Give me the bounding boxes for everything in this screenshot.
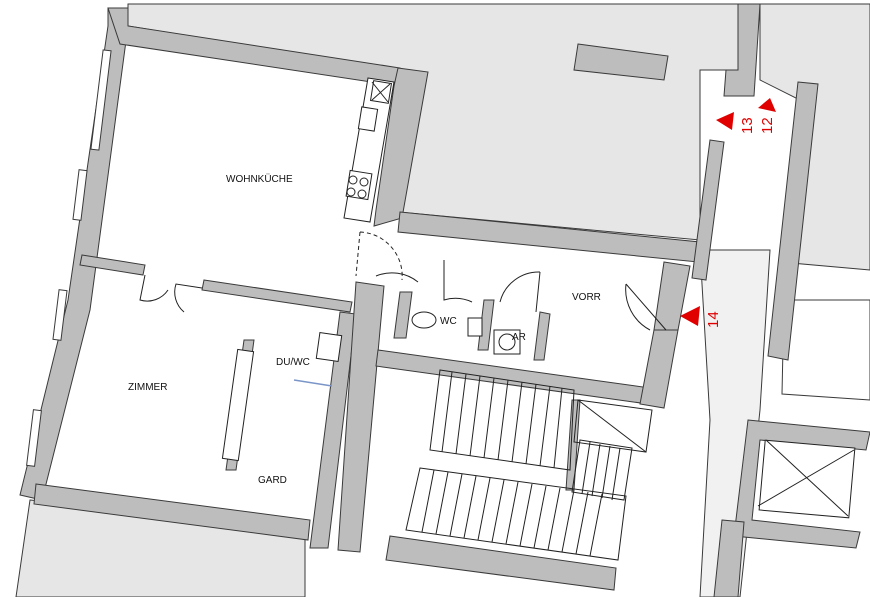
- wall-wc-left: [393, 291, 413, 339]
- window-2: [72, 169, 88, 221]
- room-label-duwc: DU/WC: [276, 357, 310, 368]
- burner-2: [359, 177, 369, 187]
- room-label-vorr: VORR: [572, 292, 601, 303]
- window-1: [90, 49, 112, 151]
- marker-14-label: 14: [705, 311, 722, 328]
- washing-machine-drum: [498, 333, 516, 351]
- wall-kitchen-zimmer: [79, 254, 146, 276]
- stairs: [405, 369, 653, 561]
- wall-kitchen-zimmer-2: [201, 279, 353, 313]
- wc-sink: [467, 317, 483, 337]
- door-kitchen: [355, 231, 403, 281]
- wall-top-right-block: [723, 3, 761, 97]
- markers: 12 13 14: [680, 98, 776, 328]
- stair-landing: [573, 399, 653, 453]
- marker-14-arrow: [680, 306, 700, 326]
- door-ar: [499, 271, 541, 313]
- wall-stair-bottom: [385, 535, 617, 591]
- stair-upper: [429, 369, 575, 471]
- kitchen-counter: [343, 77, 395, 223]
- neighbor-area-mid-right: [781, 299, 870, 401]
- marker-12-label: 12: [759, 117, 776, 134]
- wall-center: [337, 281, 385, 553]
- wall-bottom-right: [713, 519, 745, 597]
- wall-bottom: [33, 483, 311, 541]
- neighbor-area-top-right: [759, 3, 870, 271]
- room-label-wc: WC: [440, 316, 457, 327]
- stair-lower: [405, 467, 627, 561]
- doors: [139, 231, 667, 331]
- door-wc: [443, 260, 473, 303]
- door-corridor: [375, 272, 419, 283]
- burner-4: [357, 189, 367, 199]
- marker-13-arrow: [716, 112, 734, 130]
- shower-sink: [315, 332, 343, 362]
- wall-vorr-right: [653, 261, 691, 331]
- wall-far-right: [767, 81, 819, 361]
- fixtures: [221, 311, 521, 462]
- wall-corridor-right: [691, 139, 725, 281]
- stair-side: [571, 439, 633, 501]
- marker-12-arrow: [758, 98, 776, 112]
- neighbor-area-top: [127, 3, 739, 241]
- lift-shaft: [757, 439, 856, 519]
- shower-line: [293, 379, 333, 387]
- door-entrance: [625, 283, 667, 331]
- corridor-area: [699, 249, 771, 597]
- wall-lift: [733, 419, 870, 549]
- burner-1: [348, 175, 358, 185]
- wall-top-notch: [573, 43, 669, 81]
- room-labels: WOHNKÜCHE ZIMMER DU/WC GARD WC AR VORR: [128, 173, 601, 486]
- marker-13-label: 13: [739, 117, 756, 134]
- room-label-wohnkueche: WOHNKÜCHE: [226, 173, 293, 185]
- door-zimmer-right: [174, 283, 203, 313]
- room-label-ar: AR: [512, 332, 526, 343]
- wall-duwc-right: [309, 311, 357, 549]
- sink: [357, 106, 379, 132]
- windows: [26, 49, 112, 467]
- toilet: [411, 311, 437, 329]
- burner-3: [346, 187, 356, 197]
- room-label-zimmer: ZIMMER: [128, 382, 167, 393]
- wall-vorr-right-2: [639, 329, 679, 409]
- window-3: [52, 289, 68, 341]
- wall-vorr-bottom: [375, 349, 651, 405]
- door-zimmer-left: [139, 274, 169, 302]
- window-4: [26, 409, 42, 467]
- room-label-gard: GARD: [258, 475, 287, 486]
- wardrobe-rail: [221, 348, 255, 462]
- wall-ar-right: [533, 311, 551, 361]
- wall-kitchen-right: [373, 67, 429, 227]
